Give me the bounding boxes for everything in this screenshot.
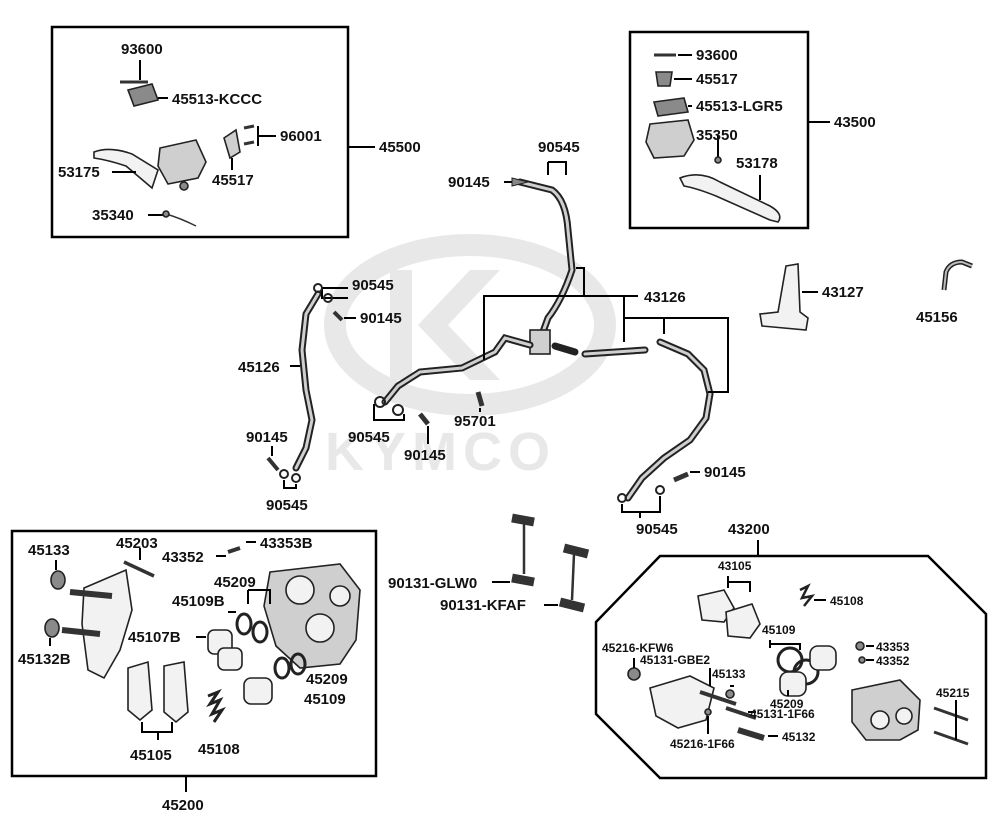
part-label-45209-r: 45209 [770, 697, 804, 711]
part-label-45107b: 45107B [128, 629, 181, 646]
part-label-35350: 35350 [696, 127, 738, 144]
part-label-90131-kfaf: 90131-KFAF [440, 597, 526, 614]
hose-assembly: 90545 90145 43126 90545 90145 45126 [238, 139, 973, 538]
brake-pad-1-shape [127, 660, 153, 722]
kymco-watermark: KYMCO [324, 234, 616, 482]
part-label-43127: 43127 [822, 284, 864, 301]
assembly-45500-label: 45500 [379, 139, 421, 156]
part-label-53178: 53178 [736, 155, 778, 172]
part-label-90145-mid: 90145 [404, 447, 446, 464]
assembly-43500-frame [628, 30, 810, 230]
part-label-43352-r: 43352 [876, 654, 910, 668]
reservoir-cap-shape [126, 83, 160, 107]
part-label-43126: 43126 [644, 289, 686, 306]
part-label-45132-r: 45132 [782, 730, 816, 744]
assembly-43200-label: 43200 [728, 521, 770, 538]
master-cylinder-shape [157, 139, 207, 185]
caliper-bracket-shape [81, 568, 133, 680]
part-label-90145-right: 90145 [704, 464, 746, 481]
brake-pad-2-shape [163, 661, 189, 724]
bracket-43127-shape [759, 263, 809, 331]
part-label-96001: 96001 [280, 128, 322, 145]
part-label-45517: 45517 [212, 172, 254, 189]
part-label-90145-left: 90145 [360, 310, 402, 327]
part-label-45109-l: 45109 [304, 691, 346, 708]
assembly-43200: 43200 43105 45108 45109 45209 43353 4335… [594, 521, 988, 780]
part-label-45216-1f66: 45216-1F66 [670, 737, 735, 751]
part-label-45133-r: 45133 [712, 667, 746, 681]
assembly-45500-frame [50, 25, 350, 239]
part-label-93600: 93600 [121, 41, 163, 58]
watermark-brand: KYMCO [325, 422, 556, 482]
part-label-90545-ll: 90545 [266, 497, 308, 514]
part-label-90545-top: 90545 [538, 139, 580, 156]
part-label-95701: 95701 [454, 413, 496, 430]
assembly-45200-label: 45200 [162, 797, 204, 814]
part-label-45131-gbe2: 45131-GBE2 [640, 653, 710, 667]
part-label-45133-l: 45133 [28, 542, 70, 559]
caliper-r-bracket-shape [649, 675, 715, 729]
assembly-45500: 45500 93600 45513-KCCC 96001 45517 53175… [50, 25, 421, 239]
part-label-45109-r: 45109 [762, 623, 796, 637]
part-label-45517-r: 45517 [696, 71, 738, 88]
caliper-r-body-shape [851, 679, 921, 741]
part-label-45209-l2: 45209 [306, 671, 348, 688]
part-label-43105: 43105 [718, 559, 752, 573]
banjo-bolts: 90131-GLW0 90131-KFAF [388, 513, 590, 614]
part-label-45215: 45215 [936, 686, 970, 700]
part-label-45131-1f66: 45131-1F66 [750, 707, 815, 721]
part-label-43353b: 43353B [260, 535, 313, 552]
assembly-45200-frame [10, 529, 378, 778]
part-label-45209-l1: 45209 [214, 574, 256, 591]
part-label-45126: 45126 [238, 359, 280, 376]
master-cylinder-r-shape [645, 119, 695, 159]
assembly-45200: 45200 45133 45203 45132B 43352 43353B 45… [10, 529, 378, 814]
part-label-45105-l: 45105 [130, 747, 172, 764]
brake-lever-r-shape [678, 174, 781, 223]
part-label-35340: 35340 [92, 207, 134, 224]
part-label-45108-r: 45108 [830, 594, 864, 608]
part-label-45216-kfw6: 45216-KFW6 [602, 641, 674, 655]
part-label-45203: 45203 [116, 535, 158, 552]
part-label-90545-mid: 90545 [348, 429, 390, 446]
junction-block-shape [529, 329, 551, 355]
part-label-45109b: 45109B [172, 593, 225, 610]
part-label-45513-lgr5: 45513-LGR5 [696, 98, 783, 115]
part-label-45108-l: 45108 [198, 741, 240, 758]
part-label-45156: 45156 [916, 309, 958, 326]
part-label-43352-l: 43352 [162, 549, 204, 566]
clamp-shape [223, 128, 241, 160]
part-label-90131-glw0: 90131-GLW0 [388, 575, 477, 592]
part-label-45132b: 45132B [18, 651, 71, 668]
part-label-90545-right: 90545 [636, 521, 678, 538]
part-label-90145-ll: 90145 [246, 429, 288, 446]
part-label-43353: 43353 [876, 640, 910, 654]
part-label-90145-top: 90145 [448, 174, 490, 191]
assembly-43200-frame [594, 554, 988, 780]
part-label-45513-kccc: 45513-KCCC [172, 91, 262, 108]
part-label-93600-r: 93600 [696, 47, 738, 64]
assembly-43500: 43500 93600 45517 45513-LGR5 35350 53178 [628, 30, 876, 230]
part-label-90545-left: 90545 [352, 277, 394, 294]
brake-lever-shape [93, 148, 159, 190]
assembly-43500-label: 43500 [834, 114, 876, 131]
part-label-53175: 53175 [58, 164, 100, 181]
